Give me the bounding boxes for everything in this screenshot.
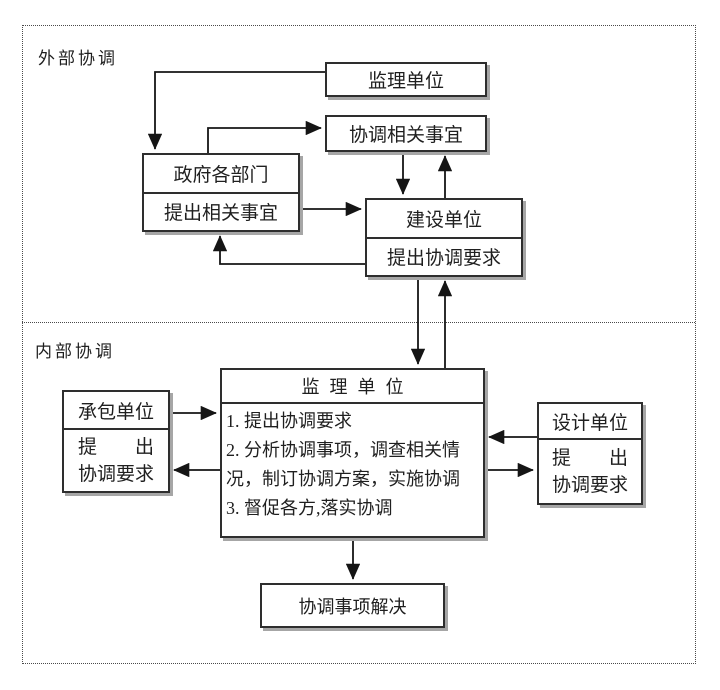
box-coordinate-matters-title: 协调相关事宜 (348, 125, 463, 146)
box-designer-request: 提 出 协调要求 (539, 438, 641, 503)
outer-frame (22, 25, 696, 664)
supervision-task-3: 3. 督促各方,落实协调 (226, 498, 393, 518)
box-designer-request-line1: 提 出 (551, 447, 628, 469)
box-government-subtitle: 提出相关事宜 (144, 191, 298, 231)
box-supervision-top-title: 监理单位 (367, 71, 444, 92)
box-construction-subtitle: 提出协调要求 (367, 236, 521, 276)
box-supervision-center-title: 监理单位 (222, 370, 483, 404)
box-contractor-title: 承包单位 (77, 401, 154, 423)
box-resolved-title: 协调事项解决 (298, 596, 407, 617)
box-contractor-request-line2: 协调要求 (77, 463, 154, 485)
box-designer: 设计单位 提 出 协调要求 (537, 402, 643, 505)
box-government: 政府各部门 提出相关事宜 (142, 153, 300, 232)
box-construction-title: 建设单位 (405, 209, 482, 231)
box-government-title: 政府各部门 (173, 164, 269, 186)
box-designer-title: 设计单位 (551, 412, 628, 434)
section-label-internal: 内部协调 (35, 342, 115, 361)
section-divider (22, 322, 695, 323)
supervision-task-2: 2. 分析协调事项，调查相关情况，制订协调方案，实施协调 (226, 440, 460, 489)
arrow-government-to-coordinate-matters (207, 120, 322, 153)
box-designer-request-line2: 协调要求 (551, 474, 628, 496)
box-coordinate-matters: 协调相关事宜 (325, 115, 487, 152)
box-supervision-center-list: 1. 提出协调要求 2. 分析协调事项，调查相关情况，制订协调方案，实施协调 3… (222, 404, 483, 536)
section-label-external: 外部协调 (38, 49, 118, 68)
box-contractor-request: 提 出 协调要求 (64, 428, 168, 491)
arrow-supervision-to-government (147, 71, 325, 150)
box-supervision-center: 监理单位 1. 提出协调要求 2. 分析协调事项，调查相关情况，制订协调方案，实… (220, 368, 485, 538)
box-construction: 建设单位 提出协调要求 (365, 198, 523, 277)
supervision-task-1: 1. 提出协调要求 (226, 411, 352, 431)
arrow-construction-to-government (212, 235, 365, 265)
box-resolved: 协调事项解决 (260, 583, 445, 628)
box-contractor: 承包单位 提 出 协调要求 (62, 390, 170, 493)
box-supervision-top: 监理单位 (325, 62, 487, 97)
box-contractor-request-line1: 提 出 (77, 436, 154, 458)
